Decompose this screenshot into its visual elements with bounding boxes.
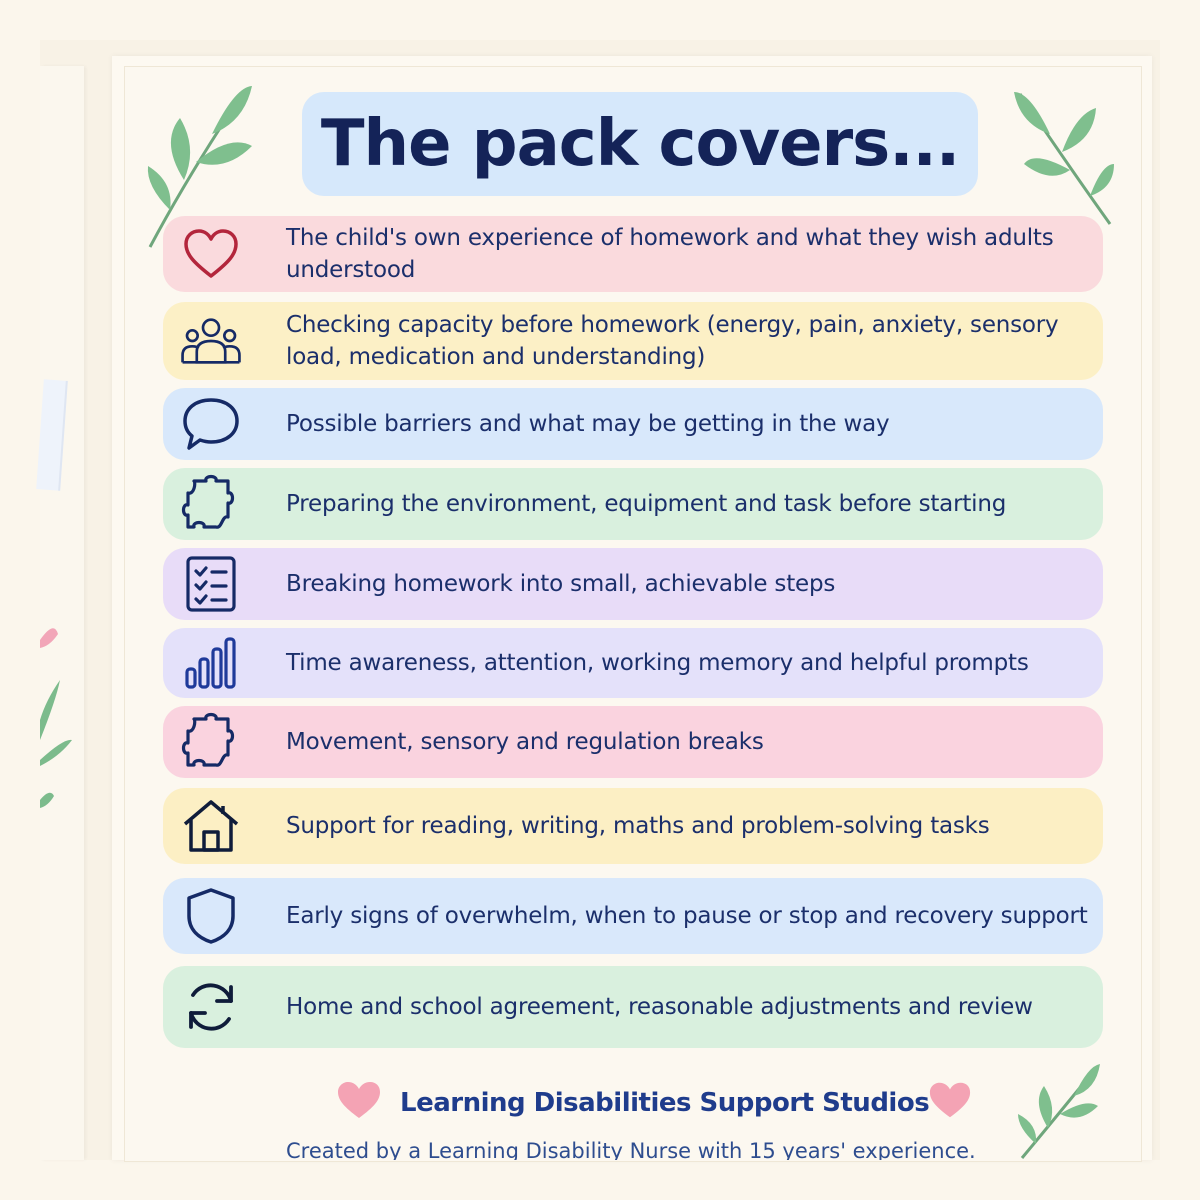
checklist-icon: [179, 552, 243, 616]
list-item: Movement, sensory and regulation breaks: [163, 706, 1103, 778]
list-item-text: Breaking homework into small, achievable…: [286, 571, 836, 597]
list-item: Breaking homework into small, achievable…: [163, 548, 1103, 620]
left-edge-leaves: [40, 628, 72, 808]
list-item-text: The child's own experience of homework a…: [286, 225, 1054, 283]
list-item-text: Support for reading, writing, maths and …: [286, 813, 990, 839]
list-item-text: Early signs of overwhelm, when to pause …: [286, 903, 1088, 929]
puzzle-icon: [179, 710, 243, 774]
footer-tagline: Created by a Learning Disability Nurse w…: [286, 1139, 976, 1160]
organization-name: Learning Disabilities Support Studios: [400, 1088, 930, 1118]
puzzle-icon: [179, 472, 243, 536]
shield-icon: [179, 884, 243, 948]
leaf-branch-bottom-right-icon: [1018, 1064, 1100, 1159]
people-icon: [179, 309, 243, 373]
list-item: Possible barriers and what may be gettin…: [163, 388, 1103, 460]
list-item: Preparing the environment, equipment and…: [163, 468, 1103, 540]
list-item-text: Possible barriers and what may be gettin…: [286, 411, 890, 437]
heart-left-icon: [338, 1082, 380, 1118]
list-item: The child's own experience of homework a…: [163, 216, 1103, 292]
list-item-text: Checking capacity before homework (energ…: [286, 312, 1059, 370]
house-icon: [179, 794, 243, 858]
list-item-text: Movement, sensory and regulation breaks: [286, 729, 764, 755]
page-title: The pack covers...: [320, 107, 960, 181]
list-item: Early signs of overwhelm, when to pause …: [163, 878, 1103, 954]
title-banner: The pack covers...: [302, 92, 978, 196]
list-item: Checking capacity before homework (energ…: [163, 302, 1103, 380]
heart-icon: [179, 222, 243, 286]
heart-right-icon: [929, 1082, 971, 1118]
list-item-text: Preparing the environment, equipment and…: [286, 491, 1007, 517]
leaf-branch-top-left-icon: [147, 86, 252, 248]
leaf-branch-top-right-icon: [1014, 92, 1114, 225]
list-item-text: Home and school agreement, reasonable ad…: [286, 994, 1033, 1020]
refresh-icon: [179, 975, 243, 1039]
left-page-edge: [40, 66, 84, 1160]
speech-bubble-icon: [179, 392, 243, 456]
list-item: Support for reading, writing, maths and …: [163, 788, 1103, 864]
list-item: Home and school agreement, reasonable ad…: [163, 966, 1103, 1048]
list-item: Time awareness, attention, working memor…: [163, 628, 1103, 698]
list-item-text: Time awareness, attention, working memor…: [286, 650, 1029, 676]
bar-chart-icon: [179, 631, 243, 695]
